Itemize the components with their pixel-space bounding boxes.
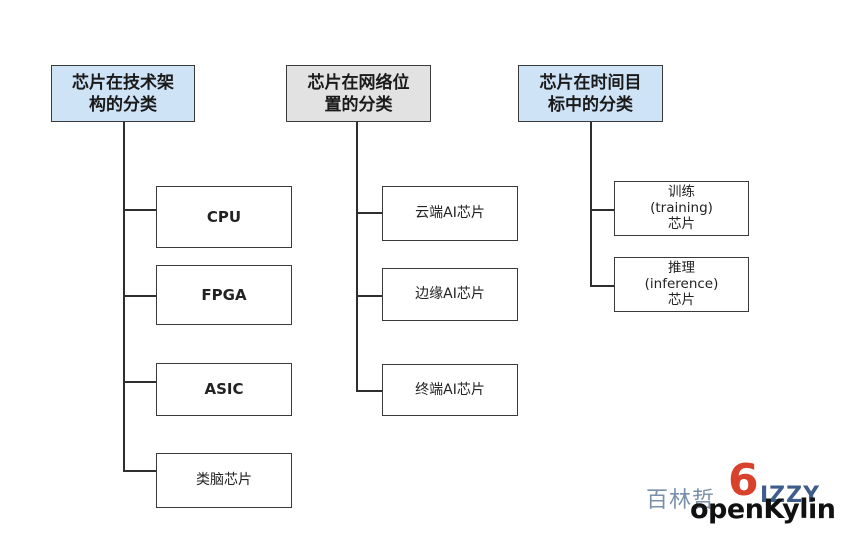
connector-network-cloud (356, 212, 383, 214)
node-neuromorphic-label: 类脑芯片 (196, 472, 252, 488)
header-architecture-line1: 芯片在技术架 (72, 72, 174, 93)
node-fpga: FPGA (156, 265, 292, 325)
node-cloud-ai-chip: 云端AI芯片 (382, 186, 518, 241)
watermark-izzy: IZZY (760, 483, 821, 508)
header-architecture-line2: 构的分类 (89, 94, 157, 115)
connector-architecture-fpga (123, 295, 157, 297)
watermark-cn: 百林哲 (646, 488, 716, 513)
watermark-six-logo: 6 (728, 455, 759, 506)
node-cpu: CPU (156, 186, 292, 248)
node-neuromorphic: 类脑芯片 (156, 453, 292, 508)
node-inference-line1: 推理 (668, 260, 695, 276)
node-fpga-label: FPGA (201, 285, 247, 304)
connector-architecture-brain (123, 470, 157, 472)
header-time: 芯片在时间目 标中的分类 (518, 65, 663, 122)
connector-network-trunk (356, 122, 358, 392)
node-training-line2: (training) (650, 200, 713, 216)
header-time-line1: 芯片在时间目 (539, 72, 642, 93)
connector-time-training (590, 209, 615, 211)
header-network: 芯片在网络位 置的分类 (286, 65, 431, 122)
watermark-openkylin: openKylin (690, 494, 836, 525)
node-edge-ai-chip-label: 边缘AI芯片 (415, 286, 485, 302)
connector-time-trunk (590, 122, 592, 287)
node-training-line1: 训练 (668, 184, 695, 200)
node-edge-ai-chip: 边缘AI芯片 (382, 268, 518, 321)
connector-architecture-cpu (123, 209, 157, 211)
header-network-line1: 芯片在网络位 (307, 72, 410, 93)
connector-network-edge (356, 295, 383, 297)
connector-network-terminal (356, 390, 383, 392)
header-architecture: 芯片在技术架 构的分类 (51, 65, 195, 122)
node-inference-line2: (inference) (644, 276, 719, 292)
header-time-line2: 标中的分类 (548, 94, 633, 115)
node-cpu-label: CPU (206, 207, 242, 226)
node-training-chip: 训练 (training) 芯片 (614, 181, 749, 236)
node-terminal-ai-chip: 终端AI芯片 (382, 364, 518, 416)
node-asic: ASIC (156, 363, 292, 416)
node-inference-chip: 推理 (inference) 芯片 (614, 257, 749, 312)
connector-time-inference (590, 285, 615, 287)
node-cloud-ai-chip-label: 云端AI芯片 (415, 205, 485, 221)
node-inference-line3: 芯片 (668, 292, 695, 308)
node-asic-label: ASIC (204, 380, 244, 398)
header-network-line2: 置的分类 (324, 94, 393, 115)
node-terminal-ai-chip-label: 终端AI芯片 (415, 381, 485, 398)
node-training-line3: 芯片 (668, 216, 695, 232)
connector-architecture-asic (123, 381, 157, 383)
